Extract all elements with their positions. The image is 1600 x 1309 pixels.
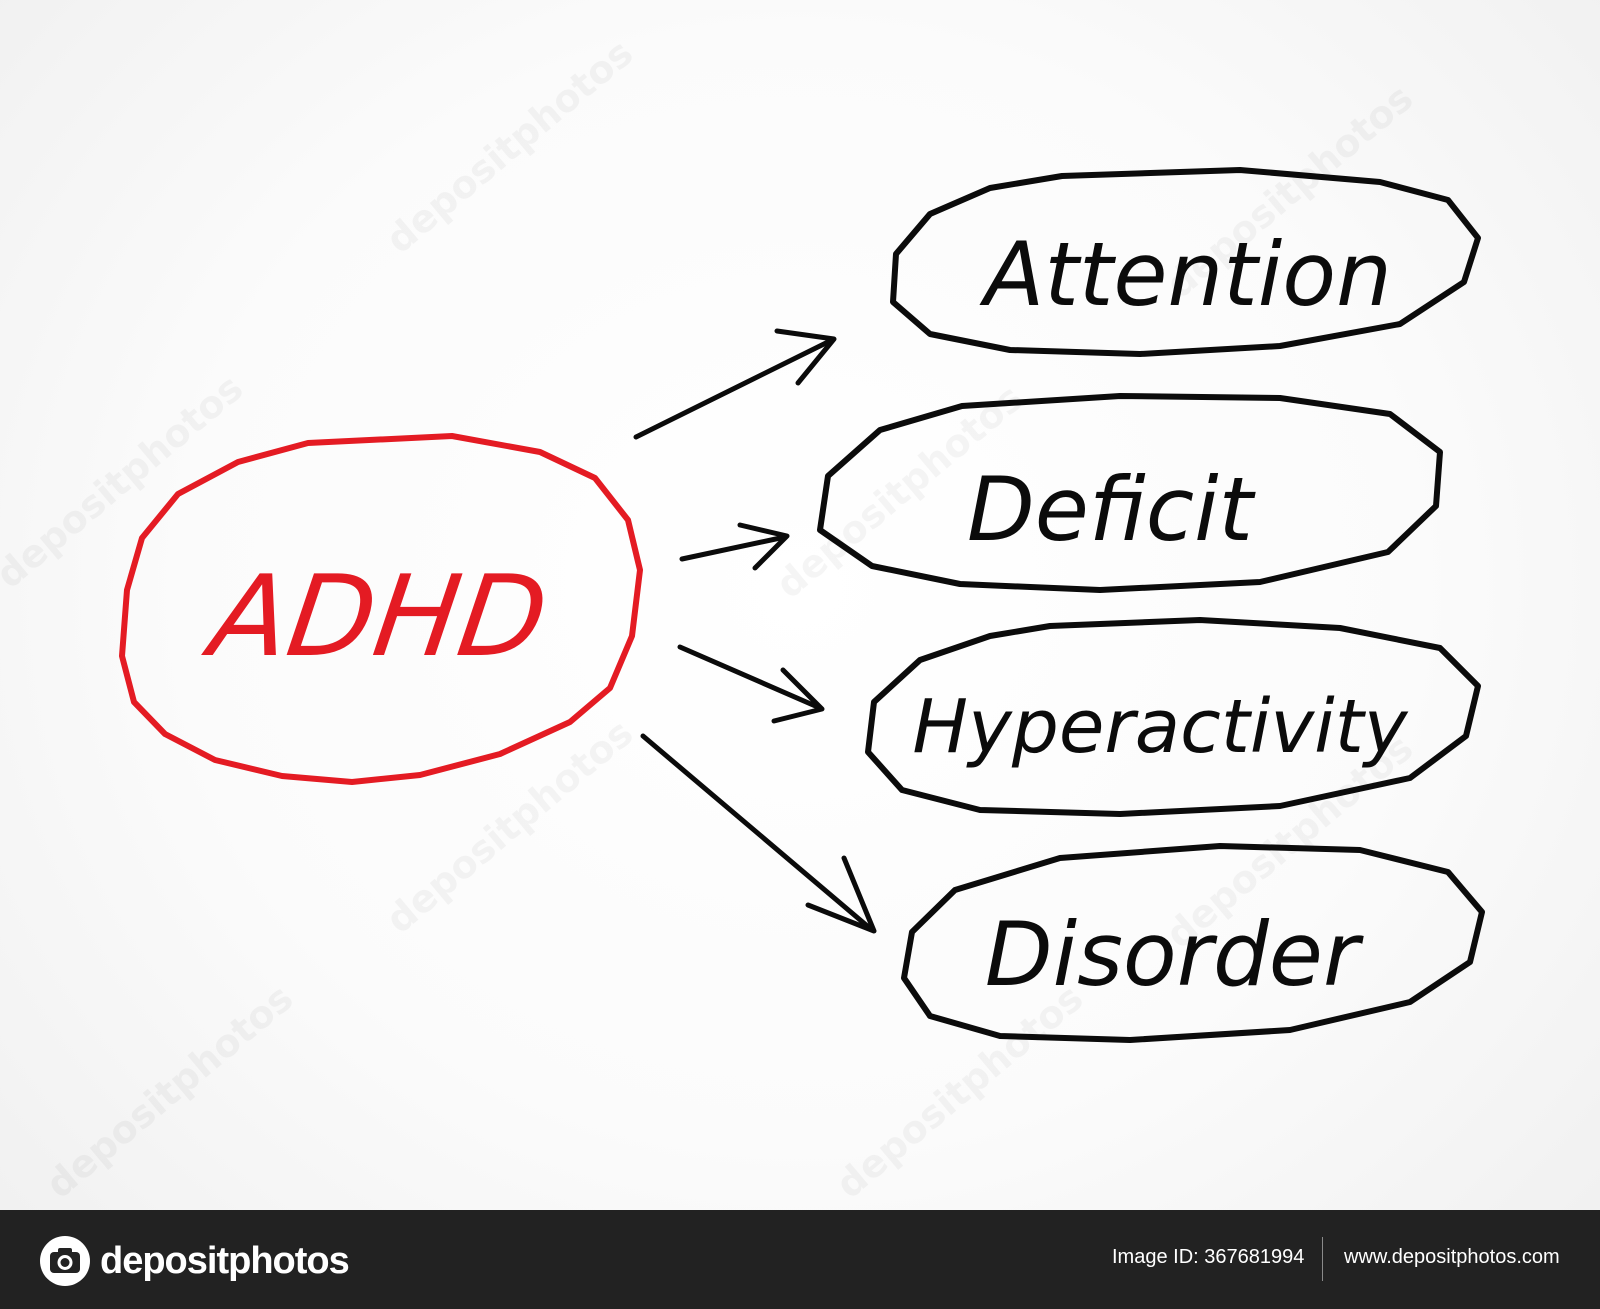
- acronym-diagram: depositphotos depositphotos depositphoto…: [0, 31, 1485, 1207]
- footer-divider: [1322, 1237, 1323, 1281]
- term-oval: [817, 393, 1443, 593]
- term-oval: [865, 617, 1481, 817]
- arrow-to-attention: [633, 328, 837, 440]
- brand[interactable]: depositphotos: [38, 1234, 350, 1288]
- watermark: depositphotos: [38, 976, 302, 1207]
- term-hyperactivity: Hyperactivity: [865, 617, 1481, 817]
- term-label: Deficit: [967, 458, 1257, 561]
- term-oval: [901, 843, 1485, 1043]
- stock-footer-bar: depositphotos Image ID: 367681994 www.de…: [0, 1210, 1600, 1309]
- watermark: depositphotos: [828, 976, 1092, 1207]
- center-oval: [119, 433, 643, 785]
- term-attention: Attention: [890, 167, 1481, 357]
- watermark: depositphotos: [0, 366, 251, 597]
- site-url[interactable]: www.depositphotos.com: [1344, 1246, 1560, 1268]
- term-label: Attention: [979, 223, 1392, 326]
- connector-arrows: [633, 328, 877, 934]
- center-label: ADHD: [197, 552, 555, 682]
- watermark: depositphotos: [378, 31, 642, 262]
- arrow-to-disorder: [640, 733, 877, 934]
- arrow-to-hyperactivity: [677, 644, 825, 724]
- term-label: Hyperactivity: [912, 684, 1408, 770]
- brand-name: depositphotos: [100, 1239, 350, 1282]
- term-label: Disorder: [985, 903, 1364, 1006]
- arrow-to-deficit: [679, 522, 790, 571]
- term-disorder: Disorder: [901, 843, 1485, 1043]
- image-id: Image ID: 367681994: [1112, 1246, 1305, 1268]
- watermark: depositphotos: [378, 711, 642, 942]
- term-deficit: Deficit: [817, 393, 1443, 593]
- camera-icon: [40, 1236, 90, 1286]
- center-node: ADHD: [119, 433, 643, 785]
- term-oval: [890, 167, 1481, 357]
